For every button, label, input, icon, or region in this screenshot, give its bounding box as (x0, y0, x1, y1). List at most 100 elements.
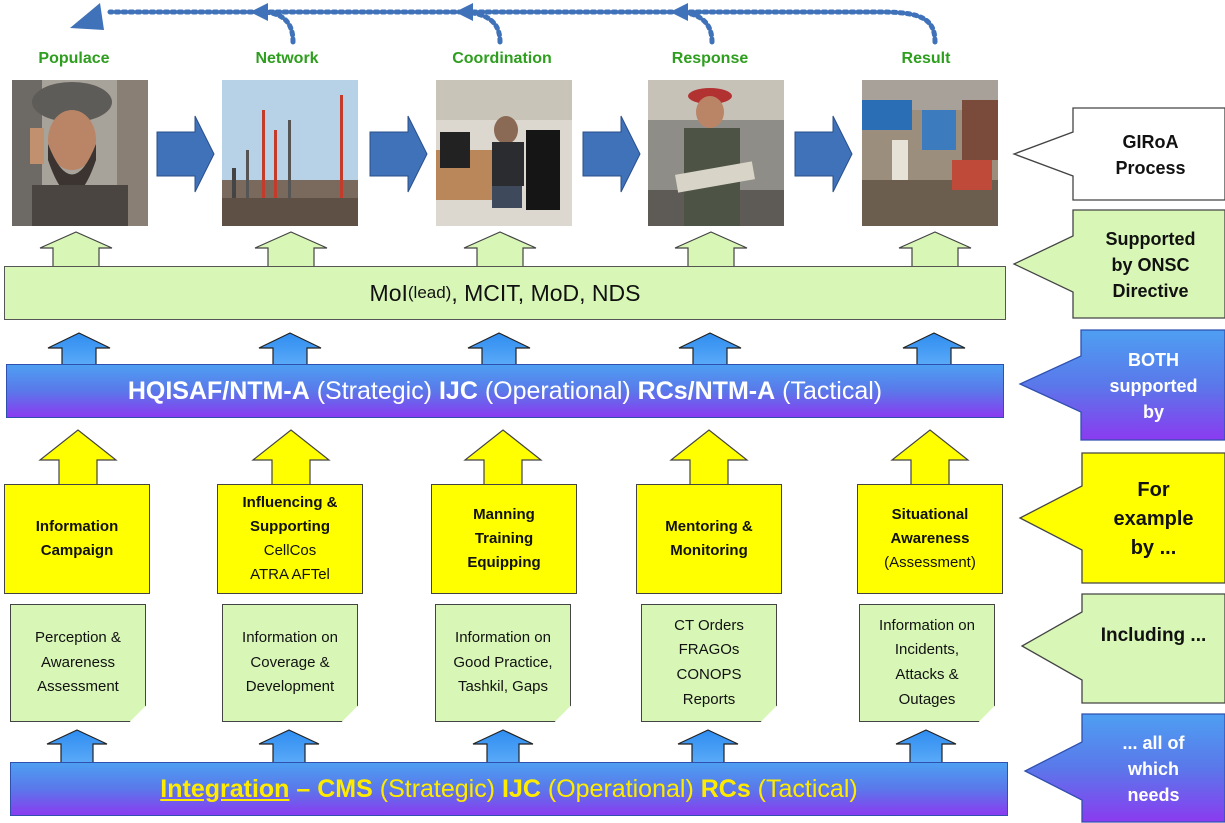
note-line: Perception & (35, 628, 121, 646)
yellow-up-arrow-5 (890, 429, 970, 486)
side-line: supported (1109, 375, 1198, 396)
side-line: Directive (1112, 281, 1189, 302)
flow-arrow-3 (582, 115, 641, 193)
photo-populace (12, 80, 148, 226)
activity-title-line2: Awareness (890, 530, 970, 547)
stage-label-coordination: Coordination (452, 50, 552, 67)
note-line: Reports (682, 690, 736, 708)
side-text-needs: ... all of which needs (1082, 716, 1225, 822)
side-arrow-onsc (1012, 209, 1225, 319)
activity-title-line3: Equipping (467, 554, 541, 571)
note-line: Coverage & (250, 653, 330, 671)
side-line: which (1127, 758, 1179, 779)
feedback-loop (107, 9, 938, 45)
side-text-onsc: Supported by ONSC Directive (1076, 212, 1225, 318)
side-arrow-including (1020, 593, 1225, 704)
side-arrow-both (1018, 329, 1225, 441)
integration-band: Integration – CMS (Strategic) IJC (Opera… (10, 762, 1008, 816)
integration-cms: CMS (317, 774, 373, 803)
ministries-lead: MoI (369, 279, 408, 306)
bottom-up-arrow-4 (677, 729, 739, 764)
activity-box-manning: Manning Training Equipping (431, 484, 577, 594)
loop-arrowhead-network (250, 3, 268, 21)
command-hqisaf: HQISAF/NTM-A (127, 376, 310, 405)
photo-network (222, 80, 358, 226)
side-line: by (1142, 402, 1164, 423)
stage-label-populace: Populace (38, 50, 110, 67)
activity-title-line2: Training (474, 530, 534, 547)
activity-box-information-campaign: Information Campaign (4, 484, 150, 594)
command-rcs: RCs/NTM-A (637, 376, 776, 405)
command-tactical: (Tactical) (775, 376, 883, 405)
note-line: FRAGOs (678, 641, 740, 659)
integration-label: Integration (160, 774, 290, 803)
note-line: Information on (879, 616, 975, 634)
loop-arrowhead-populace (70, 3, 104, 30)
info-note-coverage: Information on Coverage & Development (222, 604, 358, 722)
yellow-up-arrow-2 (251, 429, 331, 486)
info-note-perception: Perception & Awareness Assessment (10, 604, 146, 722)
activity-title-line2: Supporting (250, 518, 330, 535)
activity-box-situational-awareness: Situational Awareness (Assessment) (857, 484, 1003, 594)
note-line: CONOPS (676, 666, 742, 683)
command-band: HQISAF/NTM-A (Strategic) IJC (Operationa… (6, 364, 1004, 418)
side-line: by ... (1130, 536, 1177, 559)
bottom-up-arrow-1 (46, 729, 108, 764)
integration-strategic: (Strategic) (372, 774, 503, 803)
blue-up-arrow-3 (467, 332, 531, 366)
side-text-both: BOTH supported by (1082, 332, 1225, 440)
note-line: Tashkil, Gaps (457, 678, 549, 696)
green-up-arrow-5 (898, 231, 972, 268)
side-line: example (1113, 507, 1194, 530)
side-text-including: Including ... (1082, 596, 1225, 676)
flow-arrow-4 (794, 115, 853, 193)
integration-rcs: RCs (700, 774, 751, 803)
loop-main-line (107, 9, 938, 45)
stage-label-result: Result (901, 50, 951, 67)
side-line: GIRoA (1122, 131, 1179, 152)
photo-result (862, 80, 998, 226)
photo-coordination (436, 80, 572, 226)
blue-up-arrow-1 (47, 332, 111, 366)
green-up-arrow-1 (39, 231, 113, 268)
activity-title-line1: Influencing & (242, 494, 338, 511)
bottom-up-arrow-3 (472, 729, 534, 764)
integration-operational: (Operational) (540, 774, 701, 803)
info-note-orders: CT Orders FRAGOs CONOPS Reports (641, 604, 777, 722)
photo-response (648, 80, 784, 226)
activity-title-line1: Mentoring & (665, 518, 753, 535)
note-line: Awareness (41, 653, 115, 671)
loop-arrowhead-coordination (455, 3, 473, 21)
green-up-arrow-3 (463, 231, 537, 268)
stage-label-response: Response (671, 50, 749, 67)
side-line: ... all of (1122, 732, 1185, 753)
info-note-incidents: Information on Incidents, Attacks & Outa… (859, 604, 995, 722)
flow-arrow-2 (369, 115, 428, 193)
integration-dash: – (289, 774, 318, 803)
note-line: CT Orders (674, 616, 744, 634)
note-line: Assessment (37, 678, 119, 696)
side-line: Including ... (1100, 625, 1207, 647)
side-line: BOTH (1128, 349, 1179, 370)
activity-title-line1: Information (35, 518, 119, 535)
note-line: Incidents, (894, 641, 960, 659)
note-line: Development (245, 678, 335, 696)
side-line: For (1137, 478, 1170, 501)
note-line: Information on (242, 628, 338, 646)
note-line: Outages (898, 690, 956, 708)
activity-title-line1: Situational (891, 506, 969, 523)
activity-sub-line2: ATRA AFTel (250, 566, 330, 583)
yellow-up-arrow-4 (669, 429, 749, 486)
bottom-up-arrow-5 (895, 729, 957, 764)
ministries-lead-note: (lead) (407, 283, 452, 302)
activity-title-line1: Manning (473, 506, 535, 523)
note-line: Attacks & (895, 666, 959, 683)
ministries-band: MoI (lead) , MCIT, MoD, NDS (4, 266, 1006, 320)
side-line: Process (1115, 158, 1186, 178)
activity-box-mentoring: Mentoring & Monitoring (636, 484, 782, 594)
stage-label-network: Network (255, 50, 319, 67)
side-line: needs (1127, 785, 1180, 806)
note-line: Good Practice, (453, 653, 553, 671)
blue-up-arrow-4 (678, 332, 742, 366)
